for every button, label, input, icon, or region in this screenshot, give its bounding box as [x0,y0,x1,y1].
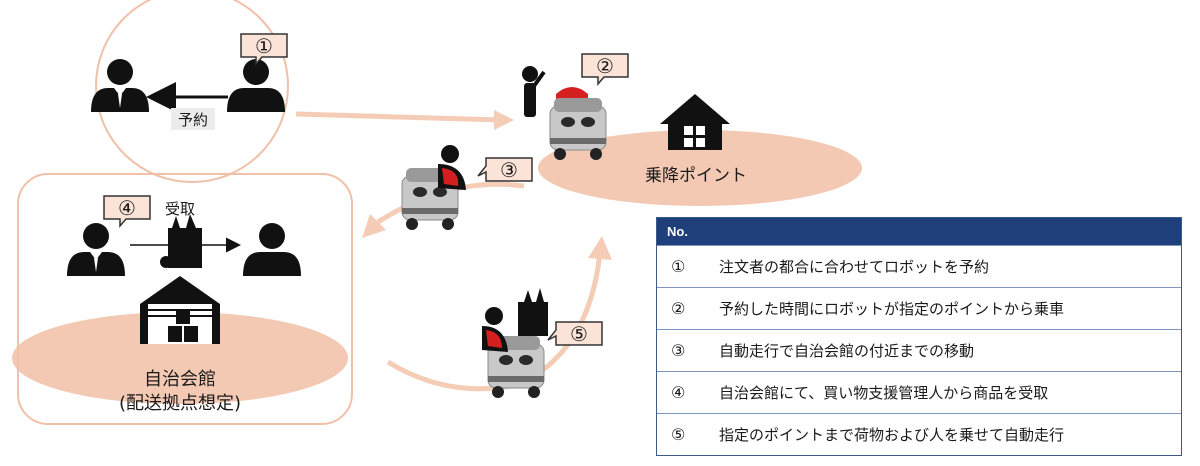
staff-figure [91,59,149,112]
rider-standing-figure [522,66,546,117]
svg-text:⑤: ⑤ [570,322,588,346]
grocery-bag-icon [160,214,202,268]
hub-box [17,173,353,425]
step-text: 指定のポイントまで荷物および人を乗せて自動走行 [719,426,1065,444]
table-row: ① 注文者の都合に合わせてロボットを予約 [657,245,1181,287]
robot-travelling [401,145,466,231]
table-row: ② 予約した時間にロボットが指定のポイントから乗車 [657,287,1181,329]
hub-label-line1: 自治会館 [144,369,216,390]
callout-5: ⑤ [547,321,603,346]
callout-4: ④ [103,195,151,229]
step-text: 予約した時間にロボットが指定のポイントから乗車 [719,300,1065,318]
callout-3: ③ [477,157,533,182]
robot-returning [482,288,548,399]
step-number: ① [671,257,686,276]
boarding-point-label: 乗降ポイント [645,166,747,186]
step-text: 注文者の都合に合わせてロボットを予約 [719,258,990,276]
svg-text:②: ② [596,54,614,78]
boarding-point-ellipse [538,130,862,206]
step-text: 自動走行で自治会館の付近までの移動 [719,342,975,360]
step-number: ② [671,299,686,318]
house-icon [660,94,730,150]
steps-table: No. ① 注文者の都合に合わせてロボットを予約 ② 予約した時間にロボットが指… [656,217,1182,456]
svg-text:③: ③ [500,158,518,182]
arrow-return-head [588,236,612,260]
receiver-figure [243,223,301,276]
step-number: ④ [671,383,686,402]
reserve-label: 予約 [178,111,208,129]
warehouse-icon [140,276,220,344]
svg-text:①: ① [255,34,273,58]
step-number: ③ [671,341,686,360]
table-row: ⑤ 指定のポイントまで荷物および人を乗せて自動走行 [657,413,1181,455]
orderer-figure [227,59,285,112]
callout-1: ① [240,33,288,67]
hub-label-line2: (配送拠点想定) [119,393,241,414]
table-row: ④ 自治会館にて、買い物支援管理人から商品を受取 [657,371,1181,413]
hub-ellipse [12,312,348,404]
reservation-circle [95,0,289,183]
arrow-to-hub-head [362,214,386,238]
robot-at-boarding [549,87,607,161]
table-header: No. [657,218,1181,245]
arrow-to-boarding [295,111,503,123]
table-row: ③ 自動走行で自治会館の付近までの移動 [657,329,1181,371]
callout-2: ② [581,53,629,87]
arrow-to-boarding-head [494,110,514,130]
step-text: 自治会館にて、買い物支援管理人から商品を受取 [719,384,1049,402]
reserve-label-bg [171,108,215,130]
receive-label: 受取 [165,200,195,218]
manager-figure [67,223,125,276]
step-number: ⑤ [671,425,686,444]
svg-text:④: ④ [118,196,136,220]
